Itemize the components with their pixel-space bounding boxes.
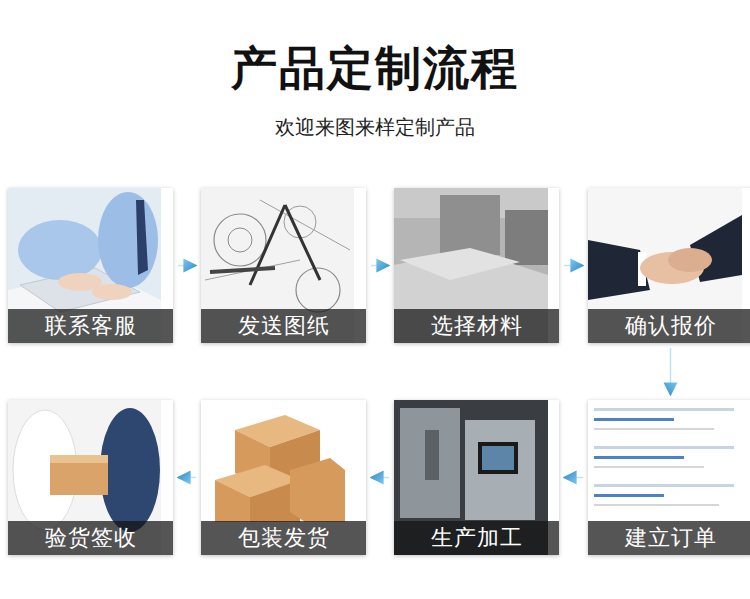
process-step: 生产加工 [394, 400, 559, 555]
flow-arrow [371, 477, 389, 479]
step-label: 建立订单 [588, 521, 750, 555]
subtitle: 欢迎来图来样定制产品 [0, 114, 750, 141]
flow-arrow [371, 265, 389, 267]
step-label: 生产加工 [394, 521, 559, 555]
process-step: 验货签收 [8, 400, 173, 555]
page-title: 产品定制流程 [0, 38, 750, 100]
flow-arrow [670, 348, 672, 395]
process-step: 联系客服 [8, 188, 173, 343]
step-label: 联系客服 [8, 309, 173, 343]
process-step: 建立订单 [588, 400, 750, 555]
step-label: 发送图纸 [201, 309, 366, 343]
flow-arrow [178, 477, 196, 479]
flow-arrow [564, 265, 583, 267]
process-step: 确认报价 [588, 188, 750, 343]
process-step: 发送图纸 [201, 188, 366, 343]
step-label: 验货签收 [8, 521, 173, 555]
flow-arrow [178, 265, 196, 267]
flow-arrow [564, 477, 583, 479]
step-label: 确认报价 [588, 309, 750, 343]
step-label: 选择材料 [394, 309, 559, 343]
process-step: 选择材料 [394, 188, 559, 343]
step-label: 包装发货 [201, 521, 366, 555]
process-step: 包装发货 [201, 400, 366, 555]
